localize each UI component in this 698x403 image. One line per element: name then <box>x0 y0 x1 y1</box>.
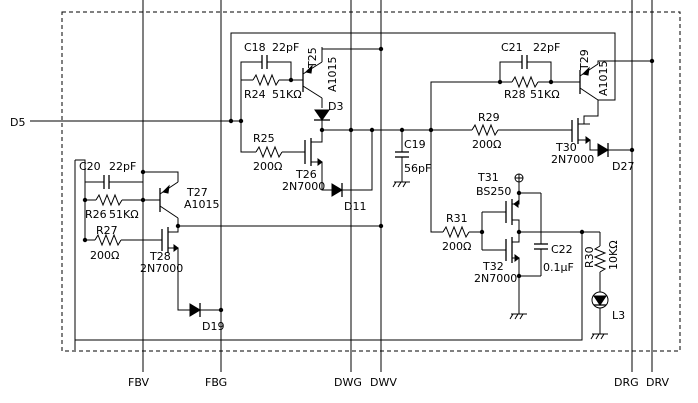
top-bus-wire <box>230 32 616 121</box>
r28-resistor <box>511 75 539 89</box>
junction <box>378 223 384 229</box>
t31-ref: T31 <box>477 171 499 184</box>
r26-ref: R26 <box>85 208 107 221</box>
junction <box>140 169 146 175</box>
d5-label: D5 <box>10 116 25 129</box>
d27-ref: D27 <box>612 160 634 173</box>
r24-ref: R24 <box>244 88 266 101</box>
r27-ref: R27 <box>96 224 118 237</box>
r31-value: 200Ω <box>442 240 471 253</box>
r28-ref: R28 <box>504 88 526 101</box>
t31-value: BS250 <box>476 185 511 198</box>
junction <box>140 197 146 203</box>
r27-value: 200Ω <box>90 249 119 262</box>
r26-value: 51KΩ <box>109 208 139 221</box>
t25-ref: T25 <box>306 47 319 69</box>
dwv-label: DWV <box>370 376 397 389</box>
dwg-label: DWG <box>334 376 362 389</box>
junction <box>497 79 503 85</box>
c21-value: 22pF <box>533 41 560 54</box>
d11-diode <box>331 183 343 197</box>
fbv-label: FBV <box>128 376 150 389</box>
r27-resistor <box>94 233 122 247</box>
t26-ref: T26 <box>295 168 317 181</box>
d19-diode <box>189 303 201 317</box>
t28-ref: T28 <box>149 250 171 263</box>
t32-value: 2N7000 <box>474 272 517 285</box>
r29-value: 200Ω <box>472 138 501 151</box>
c19-value: 56pF <box>404 162 431 175</box>
c20-ref: C20 <box>79 160 101 173</box>
junction <box>548 79 554 85</box>
r30-resistor <box>593 245 607 273</box>
junction <box>288 77 294 83</box>
junction <box>629 147 635 153</box>
t26-value: 2N7000 <box>282 180 325 193</box>
t29-value: A1015 <box>597 60 610 96</box>
t27-collector <box>159 205 179 219</box>
r25-value: 200Ω <box>253 160 282 173</box>
c18-ref: C18 <box>244 41 266 54</box>
t27-ref: T27 <box>186 186 208 199</box>
c20-value: 22pF <box>109 160 136 173</box>
t25-collector <box>302 85 323 99</box>
r30-value: 10KΩ <box>607 240 620 270</box>
c22-value: 0.1μF <box>543 261 574 274</box>
junction <box>516 273 522 279</box>
d11-ref: D11 <box>344 200 366 213</box>
t29-ref: T29 <box>578 49 591 71</box>
d3-ref: D3 <box>328 100 343 113</box>
t30-ref: T30 <box>555 141 577 154</box>
fbg-label: FBG <box>205 376 227 389</box>
c18-value: 22pF <box>272 41 299 54</box>
c22-ref: C22 <box>551 243 573 256</box>
t25-value: A1015 <box>326 56 339 92</box>
module-boundary <box>61 11 681 352</box>
c18-left-wire <box>240 61 262 121</box>
c18-right-wire <box>267 61 292 80</box>
drv-label: DRV <box>646 376 670 389</box>
d19-ref: D19 <box>202 320 224 333</box>
t30-value: 2N7000 <box>551 153 594 166</box>
r28-value: 51KΩ <box>530 88 560 101</box>
r29-resistor <box>471 123 499 137</box>
l3-ref: L3 <box>612 309 625 322</box>
r31-ref: R31 <box>446 212 468 225</box>
r29-ref: R29 <box>478 111 500 124</box>
r25-ref: R25 <box>253 132 275 145</box>
c19-ref: C19 <box>404 138 426 151</box>
r31-resistor <box>442 225 470 239</box>
junction <box>218 307 224 313</box>
r24-resistor <box>252 73 280 87</box>
junction <box>378 46 384 52</box>
junction <box>516 190 522 196</box>
r26-resistor <box>95 193 123 207</box>
t29-collector <box>579 87 599 101</box>
junction <box>579 229 585 235</box>
drg-label: DRG <box>614 376 639 389</box>
r24-value: 51KΩ <box>272 88 302 101</box>
c21-ref: C21 <box>501 41 523 54</box>
junction <box>649 58 655 64</box>
t28-value: 2N7000 <box>140 262 183 275</box>
d27-diode <box>597 143 609 157</box>
t27-value: A1015 <box>184 198 220 211</box>
r30-ref: R30 <box>583 246 596 268</box>
r25-resistor <box>255 145 283 159</box>
t32-ref: T32 <box>482 260 504 273</box>
junction <box>82 237 88 243</box>
junction <box>348 127 354 133</box>
d3-diode <box>314 109 330 121</box>
